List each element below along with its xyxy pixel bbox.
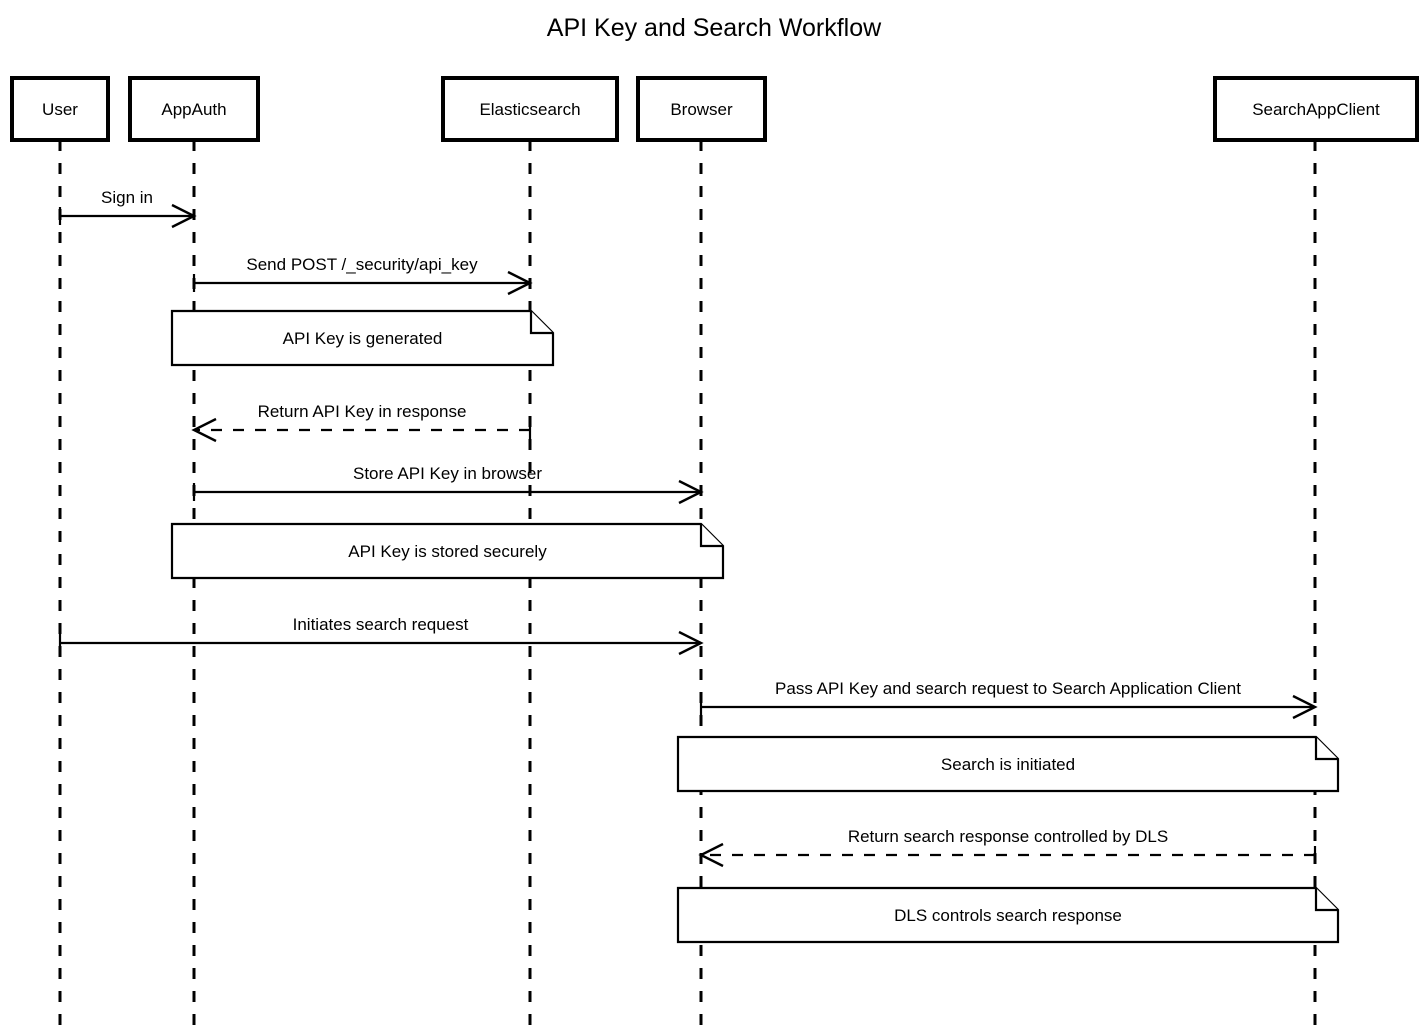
- participant-box: [1213, 76, 1419, 142]
- note-fold-corner-icon: [1314, 888, 1338, 912]
- note-fold-corner-icon: [529, 311, 553, 335]
- participant-box: [441, 76, 619, 142]
- arrow-head-icon: [678, 479, 704, 505]
- participant-label: SearchAppClient: [1252, 100, 1380, 119]
- arrow-head-icon: [507, 270, 533, 296]
- participant-label: Elasticsearch: [479, 100, 580, 119]
- message-label: Store API Key in browser: [353, 464, 542, 483]
- arrow-head-icon: [678, 630, 704, 656]
- message-m4[interactable]: Store API Key in browser: [192, 464, 704, 505]
- message-m5[interactable]: Initiates search request: [58, 615, 704, 656]
- note-label: Search is initiated: [941, 755, 1075, 774]
- participant-appauth[interactable]: AppAuth: [128, 76, 260, 142]
- note-n4: DLS controls search response: [676, 886, 1340, 944]
- participant-box: [128, 76, 260, 142]
- message-label: Send POST /_security/api_key: [246, 255, 478, 274]
- arrow-head-icon: [1292, 694, 1318, 720]
- message-m3[interactable]: Return API Key in response: [191, 402, 532, 443]
- note-body: [676, 735, 1340, 793]
- message-m7[interactable]: Return search response controlled by DLS: [698, 827, 1317, 868]
- message-m6[interactable]: Pass API Key and search request to Searc…: [699, 679, 1318, 720]
- note-fold-corner-icon: [1314, 737, 1338, 761]
- participant-searchapp[interactable]: SearchAppClient: [1213, 76, 1419, 142]
- participant-box: [10, 76, 110, 142]
- note-fold-corner-icon: [699, 524, 723, 548]
- message-label: Initiates search request: [293, 615, 469, 634]
- note-body: [170, 522, 725, 580]
- message-m2[interactable]: Send POST /_security/api_key: [192, 255, 533, 296]
- participant-label: Browser: [670, 100, 733, 119]
- message-label: Sign in: [101, 188, 153, 207]
- message-label: Return search response controlled by DLS: [848, 827, 1168, 846]
- participant-box: [636, 76, 767, 142]
- messages-layer: Sign in Send POST /_security/api_keyRetur…: [58, 188, 1318, 868]
- note-label: API Key is stored securely: [348, 542, 547, 561]
- message-m1[interactable]: Sign in: [58, 188, 197, 229]
- message-label: Pass API Key and search request to Searc…: [775, 679, 1241, 698]
- note-label: DLS controls search response: [894, 906, 1122, 925]
- participants-layer: User AppAuth Elasticsearch Browser SearchApp…: [10, 76, 1419, 142]
- note-n1: API Key is generated: [170, 309, 555, 367]
- participant-browser[interactable]: Browser: [636, 76, 767, 142]
- participant-label: User: [42, 100, 78, 119]
- note-body: [676, 886, 1340, 944]
- message-label: Return API Key in response: [258, 402, 467, 421]
- participant-label: AppAuth: [161, 100, 226, 119]
- arrow-head-icon: [171, 203, 197, 229]
- note-label: API Key is generated: [283, 329, 443, 348]
- note-body: [170, 309, 555, 367]
- note-n2: API Key is stored securely: [170, 522, 725, 580]
- note-n3: Search is initiated: [676, 735, 1340, 793]
- page-title: API Key and Search Workflow: [547, 14, 882, 42]
- arrow-head-icon: [698, 842, 724, 868]
- arrow-head-icon: [191, 417, 217, 443]
- participant-user[interactable]: User: [10, 76, 110, 142]
- participant-elastic[interactable]: Elasticsearch: [441, 76, 619, 142]
